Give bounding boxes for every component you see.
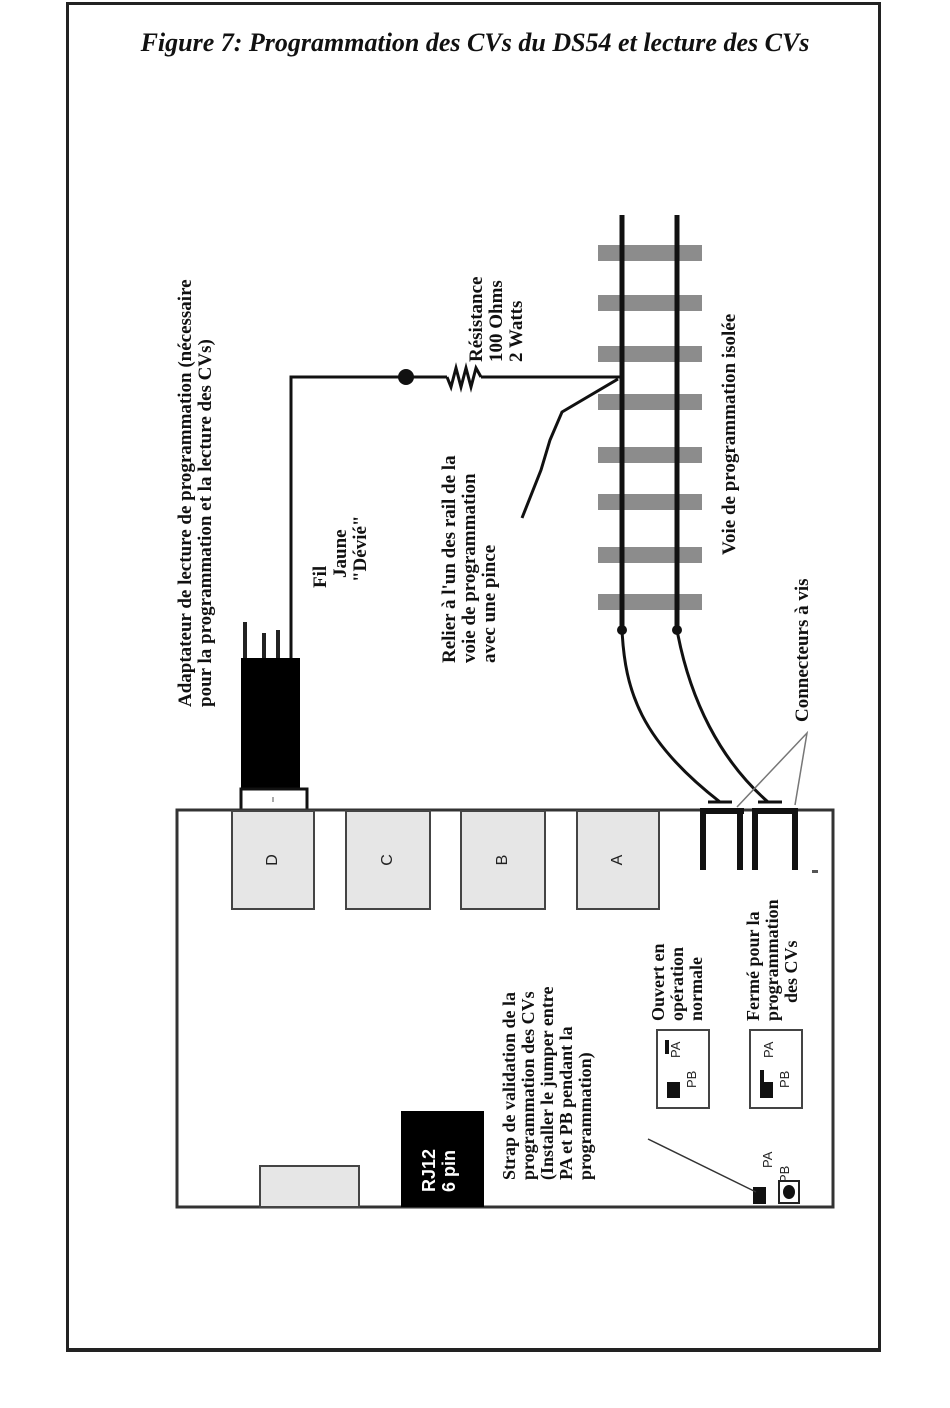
track-tie <box>598 547 702 563</box>
power-connector <box>259 1165 360 1208</box>
adapter-label-line: Adaptateur de lecture de programmation (… <box>175 279 196 707</box>
track-tie <box>598 447 702 463</box>
open-state-label-line: normale <box>685 957 706 1021</box>
port-c-label: C <box>379 854 396 866</box>
track-tie <box>598 346 702 362</box>
clip-label-line: Relier à l'un des rail de la <box>439 455 460 663</box>
track-tie <box>598 494 702 510</box>
port-a-label: A <box>609 854 626 865</box>
track-tie <box>598 295 702 311</box>
adapter-pin <box>262 633 266 663</box>
clip-label-line: avec une pince <box>478 544 500 663</box>
rj12-connector <box>401 1111 484 1207</box>
rj12-label-line: RJ12 <box>419 1148 439 1192</box>
jumper-closed-pb: PB <box>777 1071 792 1088</box>
clip-label: Relier à l'un des rail de la voie de pro… <box>439 455 500 663</box>
wire-label-line: Jaune <box>329 529 351 578</box>
rj12-label-line: 6 pin <box>438 1149 459 1192</box>
screw-terminal-pointer <box>736 730 809 808</box>
strap-label-line: programmation) <box>574 1052 595 1180</box>
strap-label-line: PA et PB pendant la <box>555 1026 576 1180</box>
resistor-label-line: 2 Watts <box>505 300 527 362</box>
adapter-pin <box>243 622 247 662</box>
figure-frame <box>66 2 881 1352</box>
strap-label: Strap de validation de la programmation … <box>499 986 595 1180</box>
closed-state-label: Fermé pour la programmation des CVs <box>743 899 801 1021</box>
port-d: D <box>231 810 315 910</box>
adapter-body <box>241 658 300 790</box>
clip-label-line: voie de programmation <box>458 473 480 663</box>
jumper-closed-diagram: PA PB <box>749 1029 803 1109</box>
figure-title: Figure 7: Programmation des CVs du DS54 … <box>140 28 810 57</box>
track-tie <box>598 394 702 410</box>
clip-wire <box>520 377 619 519</box>
wire-label-line: "Dévié" <box>349 515 371 582</box>
jumper-open-diagram: PA PB <box>656 1029 710 1109</box>
screw-terminals-label: Connecteurs à vis <box>792 578 813 722</box>
track-label-text: Voie de programmation isolée <box>719 313 740 555</box>
wire-label: Fil Jaune "Dévié" <box>310 515 371 588</box>
screw-terminals-label-text: Connecteurs à vis <box>792 578 813 722</box>
resistor-symbol <box>445 362 483 393</box>
wire-label-line: Fil <box>310 565 331 588</box>
closed-state-label-line: des CVs <box>780 940 801 1003</box>
resistor-label: Résistance 100 Ohms 2 Watts <box>466 276 527 362</box>
port-b-label: B <box>494 855 511 866</box>
strap-label-line: (Installer le jumper entre <box>536 986 557 1180</box>
track-tie <box>598 594 702 610</box>
resistor-label-line: 100 Ohms <box>485 280 507 362</box>
strap-pb: PB <box>777 1166 792 1183</box>
adapter-label: Adaptateur de lecture de programmation (… <box>175 279 216 707</box>
adapter-plug <box>239 787 309 812</box>
open-state-label-line: opération <box>666 947 687 1021</box>
closed-state-label-line: programmation <box>761 899 782 1021</box>
jumper-open-pb: PB <box>684 1071 699 1088</box>
resistor-label-line: Résistance <box>466 276 487 362</box>
track-ties <box>598 245 702 610</box>
strap-pointer <box>647 1138 757 1193</box>
closed-state-label-line: Fermé pour la <box>743 911 763 1021</box>
track-wire-right <box>675 629 769 804</box>
port-c: C <box>345 810 431 910</box>
strap-pa: PA <box>760 1151 775 1168</box>
port-d-label: D <box>264 854 281 866</box>
adapter-label-line: pour la programmation et la lecture des … <box>194 339 216 707</box>
port-a: A <box>576 810 660 910</box>
open-state-label: Ouvert en opération normale <box>648 943 706 1021</box>
track-tie <box>598 245 702 261</box>
programming-adapter <box>239 622 309 812</box>
jumper-strap-board: PA PB <box>647 1138 800 1204</box>
screw-terminals <box>700 808 818 873</box>
jumper-closed-pa: PA <box>761 1041 776 1058</box>
wire-junction-dot <box>398 369 414 385</box>
track-wire-left <box>620 629 721 804</box>
adapter-pin <box>276 630 280 663</box>
rj12-label: RJ12 6 pin <box>419 1148 460 1192</box>
open-state-label-line: Ouvert en <box>648 943 668 1021</box>
track-label: Voie de programmation isolée <box>719 313 740 555</box>
jumper-open-pa: PA <box>668 1041 683 1058</box>
strap-label-line: Strap de validation de la <box>499 991 519 1180</box>
yellow-wire <box>289 375 447 660</box>
port-b: B <box>460 810 546 910</box>
strap-label-line: programmation des CVs <box>517 991 538 1180</box>
